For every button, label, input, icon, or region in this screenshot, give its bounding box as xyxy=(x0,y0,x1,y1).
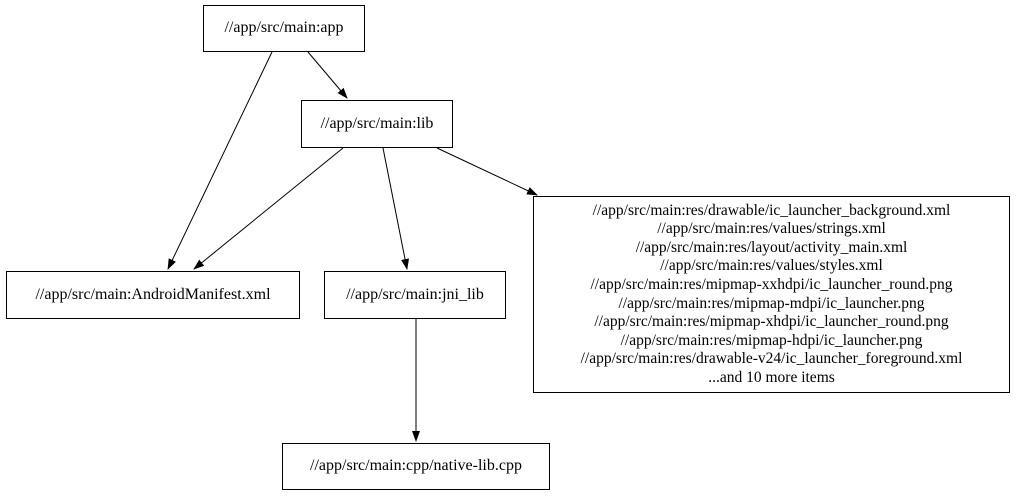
edge-app-to-lib xyxy=(307,51,348,99)
edge-lib-to-manifest xyxy=(193,147,344,270)
res-group-line: //app/src/main:res/values/strings.xml xyxy=(657,220,886,238)
res-group-line: //app/src/main:res/mipmap-xhdpi/ic_launc… xyxy=(594,313,949,331)
node-jni-lib: //app/src/main:jni_lib xyxy=(324,271,506,319)
node-android-manifest: //app/src/main:AndroidManifest.xml xyxy=(6,271,300,319)
res-group-line: //app/src/main:res/mipmap-hdpi/ic_launch… xyxy=(620,331,923,349)
res-group-line: //app/src/main:res/drawable/ic_launcher_… xyxy=(592,201,951,219)
res-group-line: //app/src/main:res/values/styles.xml xyxy=(660,257,883,275)
node-res-group: //app/src/main:res/drawable/ic_launcher_… xyxy=(533,196,1010,393)
node-lib-label: //app/src/main:lib xyxy=(320,114,434,132)
edge-lib-to-res-group xyxy=(436,147,538,196)
res-group-line: //app/src/main:res/mipmap-xxhdpi/ic_laun… xyxy=(590,275,953,293)
edge-lib-to-jni-lib xyxy=(382,147,409,270)
node-app: //app/src/main:app xyxy=(203,5,365,52)
res-group-more-items: ...and 10 more items xyxy=(708,368,835,386)
edge-app-to-manifest xyxy=(167,51,273,270)
res-group-line: //app/src/main:res/layout/activity_main.… xyxy=(635,238,908,256)
node-app-label: //app/src/main:app xyxy=(224,19,344,37)
node-lib: //app/src/main:lib xyxy=(301,100,453,148)
node-jni-lib-label: //app/src/main:jni_lib xyxy=(346,285,484,303)
res-group-line: //app/src/main:res/drawable-v24/ic_launc… xyxy=(580,350,963,368)
node-android-manifest-label: //app/src/main:AndroidManifest.xml xyxy=(35,285,271,303)
res-group-line: //app/src/main:res/mipmap-mdpi/ic_launch… xyxy=(618,294,925,312)
node-native-lib-cpp: //app/src/main:cpp/native-lib.cpp xyxy=(282,443,550,490)
node-native-lib-cpp-label: //app/src/main:cpp/native-lib.cpp xyxy=(310,457,522,475)
